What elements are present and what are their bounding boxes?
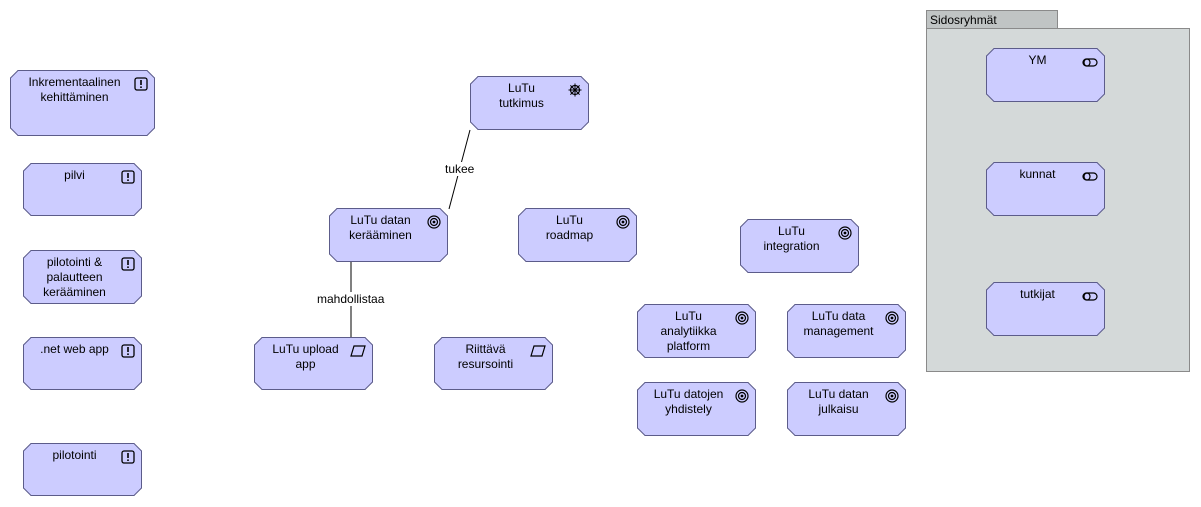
- node-lutu-integration[interactable]: LuTu integration: [740, 219, 859, 273]
- group-title: Sidosryhmät: [930, 13, 997, 27]
- node-lutu-tutkimus[interactable]: LuTu tutkimus: [470, 76, 589, 130]
- node-ym[interactable]: YM: [986, 48, 1105, 102]
- node-label: LuTu datojen yhdistely: [653, 387, 724, 416]
- goal-icon: [735, 311, 749, 325]
- requirement-icon: [121, 450, 135, 464]
- node-kunnat[interactable]: kunnat: [986, 162, 1105, 216]
- node-label: LuTu analytiikka platform: [660, 309, 717, 353]
- node-lutu-julkaisu[interactable]: LuTu datan julkaisu: [787, 382, 906, 436]
- driver-icon: [568, 83, 582, 97]
- node-label: pilvi: [64, 168, 85, 182]
- stakeholder-icon: [1082, 289, 1098, 303]
- node-label: YM: [1028, 53, 1047, 67]
- node-lutu-analytiikka[interactable]: LuTu analytiikka platform: [637, 304, 756, 358]
- goal-icon: [838, 226, 852, 240]
- goal-icon: [616, 215, 630, 229]
- goal-icon: [885, 389, 899, 403]
- deliverable-icon: [530, 344, 546, 358]
- node-lutu-roadmap[interactable]: LuTu roadmap: [518, 208, 637, 262]
- relation-label-tukee: tukee: [443, 162, 477, 176]
- requirement-icon: [121, 257, 135, 271]
- node-label: LuTu integration: [763, 224, 820, 253]
- node-netwebapp[interactable]: .net web app: [23, 337, 142, 390]
- node-label: Inkrementaalinen kehittäminen: [28, 75, 121, 104]
- relation-label-mahdollistaa: mahdollistaa: [315, 292, 387, 306]
- deliverable-icon: [350, 344, 366, 358]
- node-label: LuTu upload app: [272, 342, 339, 371]
- requirement-icon: [121, 344, 135, 358]
- node-label: .net web app: [40, 342, 109, 356]
- node-label: LuTu datan kerääminen: [349, 213, 412, 242]
- node-riittava[interactable]: Riittävä resursointi: [434, 337, 553, 390]
- goal-icon: [735, 389, 749, 403]
- stakeholder-icon: [1082, 169, 1098, 183]
- node-lutu-management[interactable]: LuTu data management: [787, 304, 906, 358]
- goal-icon: [427, 215, 441, 229]
- goal-icon: [885, 311, 899, 325]
- node-label: Riittävä resursointi: [457, 342, 514, 371]
- node-lutu-upload[interactable]: LuTu upload app: [254, 337, 373, 390]
- node-label: pilotointi & palautteen kerääminen: [43, 255, 106, 299]
- node-pilvi[interactable]: pilvi: [23, 163, 142, 216]
- requirement-icon: [121, 170, 135, 184]
- node-lutu-keraaminen[interactable]: LuTu datan kerääminen: [329, 208, 448, 262]
- node-label: pilotointi: [52, 448, 97, 462]
- stakeholder-icon: [1082, 55, 1098, 69]
- node-lutu-yhdistely[interactable]: LuTu datojen yhdistely: [637, 382, 756, 436]
- node-label: LuTu tutkimus: [499, 81, 544, 110]
- node-label: LuTu roadmap: [545, 213, 594, 242]
- node-label: LuTu datan julkaisu: [808, 387, 869, 416]
- requirement-icon: [134, 77, 148, 91]
- node-inkrementaalinen[interactable]: Inkrementaalinen kehittäminen: [10, 70, 155, 136]
- node-label: LuTu data management: [803, 309, 874, 338]
- node-label: kunnat: [1019, 167, 1056, 181]
- node-label: tutkijat: [1020, 287, 1055, 301]
- node-pilotointi[interactable]: pilotointi: [23, 443, 142, 496]
- node-tutkijat[interactable]: tutkijat: [986, 282, 1105, 336]
- node-pilotointi-palaute[interactable]: pilotointi & palautteen kerääminen: [23, 250, 142, 304]
